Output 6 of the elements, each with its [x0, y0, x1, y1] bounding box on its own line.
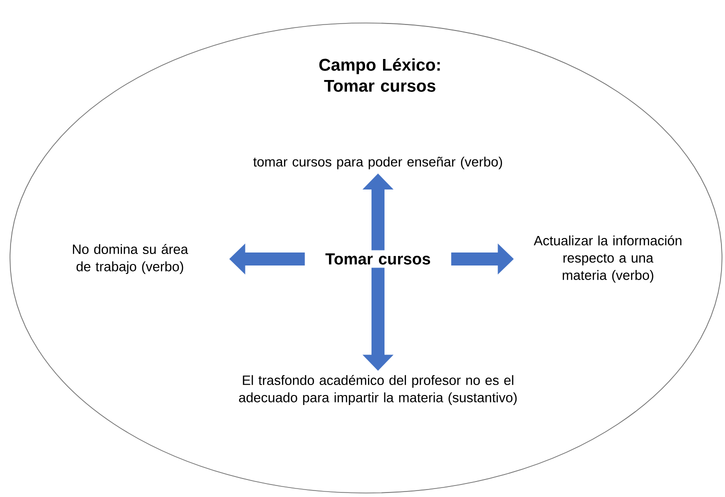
text-label: El trasfondo académico del profesor no es el adecuado para impartir la materia (sustantivo)	[239, 374, 517, 405]
text-label: tomar cursos para poder enseñar (verbo)	[253, 156, 502, 170]
center-label: Tomar cursos	[325, 253, 430, 265]
text-label: No domina su área de trabajo (verbo)	[72, 244, 188, 274]
text-label: Actualizar la información respecto a una materia (verbo)	[534, 235, 682, 283]
title: Campo Léxico: Tomar cursos	[319, 58, 440, 92]
